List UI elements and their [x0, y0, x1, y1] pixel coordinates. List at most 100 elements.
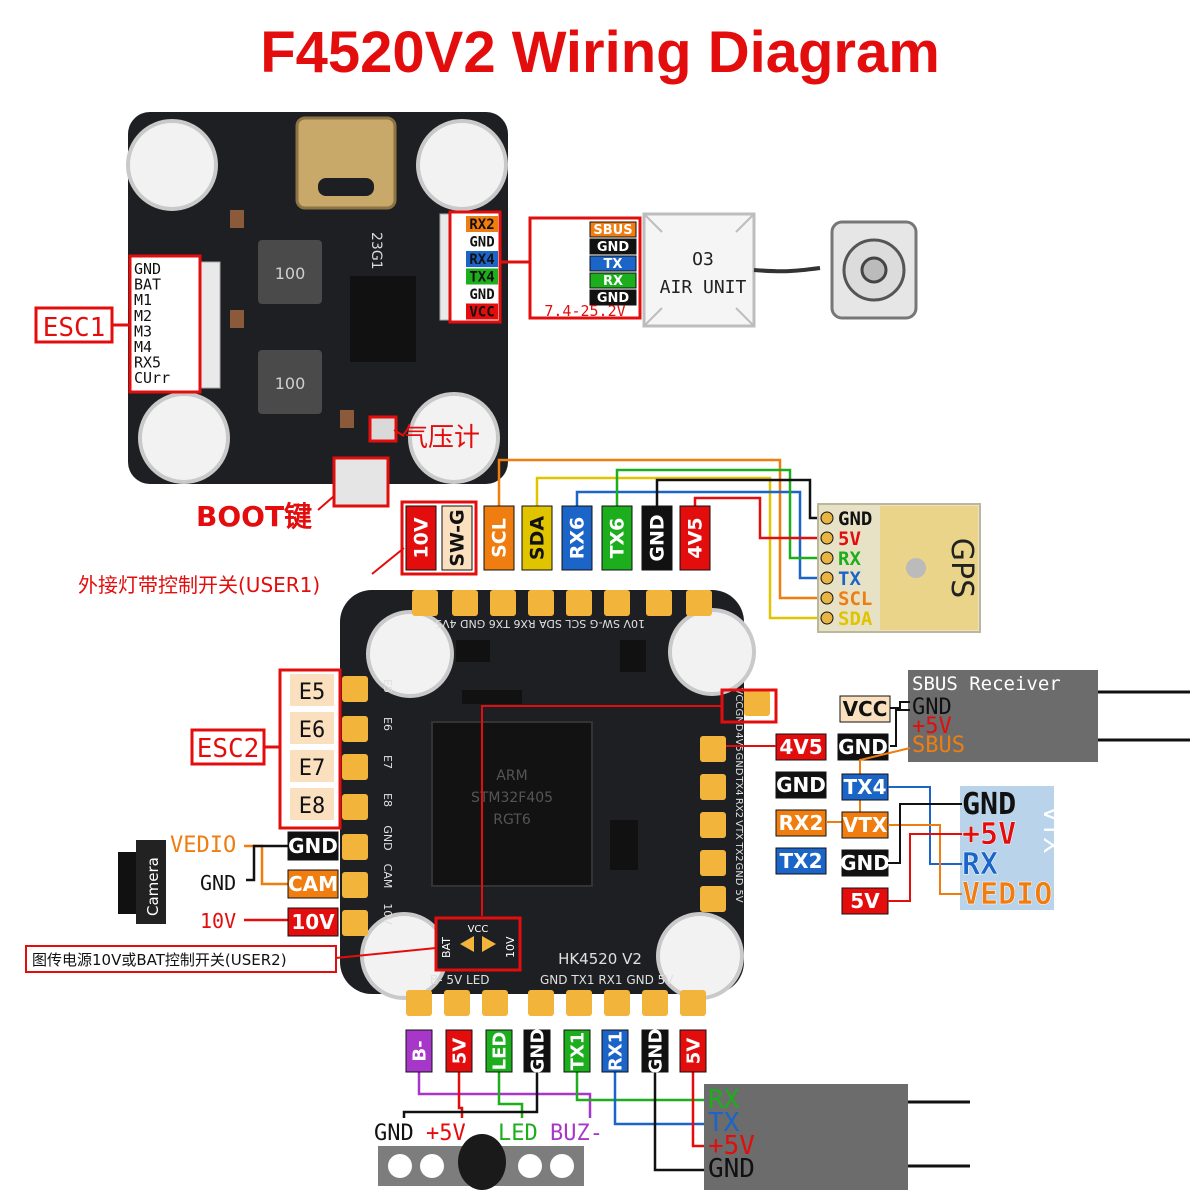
right-pad[interactable] — [700, 736, 726, 762]
silk-right-label: 4V5 — [733, 732, 744, 752]
silk-right-label: TX4 — [733, 775, 744, 795]
barometer-label: 气压计 — [402, 423, 480, 453]
esc2-pin-label: E5 — [299, 680, 326, 705]
rx2-pin-label: RX4 — [469, 252, 494, 268]
esc2-pin-label: E7 — [299, 756, 326, 781]
bottom-header-pin: 5V — [445, 1029, 473, 1073]
top-pad[interactable] — [566, 590, 592, 616]
top-pad[interactable] — [604, 590, 630, 616]
vtx-left-pin: VTX — [841, 811, 889, 839]
rx2-pin-bg — [466, 268, 498, 285]
top-header-pin: GND — [641, 505, 673, 571]
left-pad[interactable] — [342, 834, 368, 860]
boot-button[interactable] — [332, 456, 390, 508]
chip-text: RGT6 — [493, 812, 531, 828]
right-pad[interactable] — [700, 812, 726, 838]
top-header-pin-text: SW-G — [447, 509, 469, 566]
bottom-pad[interactable] — [406, 990, 432, 1016]
top-pad[interactable] — [528, 590, 554, 616]
left-pad[interactable] — [342, 872, 368, 898]
vcc-link — [481, 688, 778, 916]
vtx-label: VTX — [1038, 806, 1066, 854]
bottom-header-pin-text: GND — [645, 1029, 666, 1074]
wire — [655, 478, 822, 520]
bottom-pad[interactable] — [444, 990, 470, 1016]
cam-pin: GND — [287, 831, 339, 861]
esc1-pin-label: RX5 — [134, 354, 161, 372]
cam-left-label: 10V — [200, 909, 236, 933]
top-header-pin: TX6 — [601, 505, 633, 571]
bottom-pad[interactable] — [482, 990, 508, 1016]
top-pad[interactable] — [686, 590, 712, 616]
esc1-pin-label: M2 — [134, 307, 152, 325]
air-unit-pin-text: TX — [604, 257, 623, 272]
rx2-pin-bg — [466, 233, 498, 250]
top-header-wires — [497, 458, 822, 620]
silk-left-label: E7 — [381, 755, 394, 769]
esc2-pin-label: E6 — [299, 718, 326, 743]
wire — [417, 1072, 592, 1118]
air-unit-pin: GND — [589, 289, 637, 306]
top-pad[interactable] — [412, 590, 438, 616]
esc2-pin-bg — [290, 712, 334, 744]
jumper-bat-label: BAT — [440, 937, 453, 958]
top-pad[interactable] — [646, 590, 672, 616]
top-pad[interactable] — [490, 590, 516, 616]
right-pin-text: 4V5 — [779, 735, 822, 759]
top-header-pin: 10V — [405, 505, 437, 571]
vtx-pin-label: GND — [962, 787, 1016, 822]
receiver2-pin-label: +5V — [708, 1131, 755, 1161]
bottom-pad[interactable] — [604, 990, 630, 1016]
bottom-header-pin-text: TX1 — [567, 1032, 588, 1071]
right-pad[interactable] — [700, 850, 726, 876]
bottom-pad[interactable] — [642, 990, 668, 1016]
left-pad[interactable] — [342, 716, 368, 742]
air-unit-pin-text: SBUS — [593, 223, 632, 238]
silk-left-label: E8 — [381, 793, 394, 807]
top-header-pin: SCL — [483, 505, 515, 571]
right-pad[interactable] — [700, 774, 726, 800]
bottom-pad[interactable] — [680, 990, 706, 1016]
left-pad[interactable] — [342, 794, 368, 820]
rx2-pin-label: RX2 — [469, 217, 494, 233]
mcu-chip — [431, 721, 593, 887]
top-header-pin-text: TX6 — [607, 518, 629, 559]
wire — [497, 458, 822, 600]
right-pin: VCC — [839, 695, 891, 723]
air-unit-pin-text: GND — [597, 240, 630, 255]
vtx-left-pin-text: TX4 — [844, 775, 887, 799]
buzzer-label: GND — [374, 1121, 414, 1146]
wire — [615, 468, 822, 560]
vtx-pin-label: RX — [962, 847, 998, 882]
diagram-title: F4520V2 Wiring Diagram — [260, 20, 940, 85]
top-header-pin-text: SDA — [527, 516, 549, 560]
user2-jumper[interactable] — [434, 916, 522, 972]
rx2-pin-label: VCC — [469, 305, 494, 321]
rx2-pin-label: TX4 — [469, 270, 494, 286]
right-pad[interactable] — [744, 690, 770, 716]
buzzer-label: +5V — [426, 1121, 466, 1146]
gps-pin — [820, 551, 834, 565]
left-pad[interactable] — [342, 676, 368, 702]
top-pad[interactable] — [452, 590, 478, 616]
left-pad[interactable] — [342, 754, 368, 780]
gps-pin — [820, 511, 834, 525]
bottom-header-wires — [402, 1072, 706, 1172]
right-pin-text: VCC — [843, 697, 888, 721]
right-pin: 4V5 — [775, 733, 827, 761]
gps-pin-label: 5V — [838, 528, 861, 550]
sbus-pin-label: SBUS — [912, 733, 965, 758]
esc1-pin-label: M1 — [134, 291, 152, 309]
silk-right-label: GND — [733, 863, 744, 886]
bottom-pad[interactable] — [528, 990, 554, 1016]
left-pad[interactable] — [342, 910, 368, 936]
air-unit-pin-text: RX — [603, 274, 623, 289]
wire — [575, 1072, 706, 1102]
right-pad[interactable] — [700, 886, 726, 912]
bottom-pad[interactable] — [566, 990, 592, 1016]
